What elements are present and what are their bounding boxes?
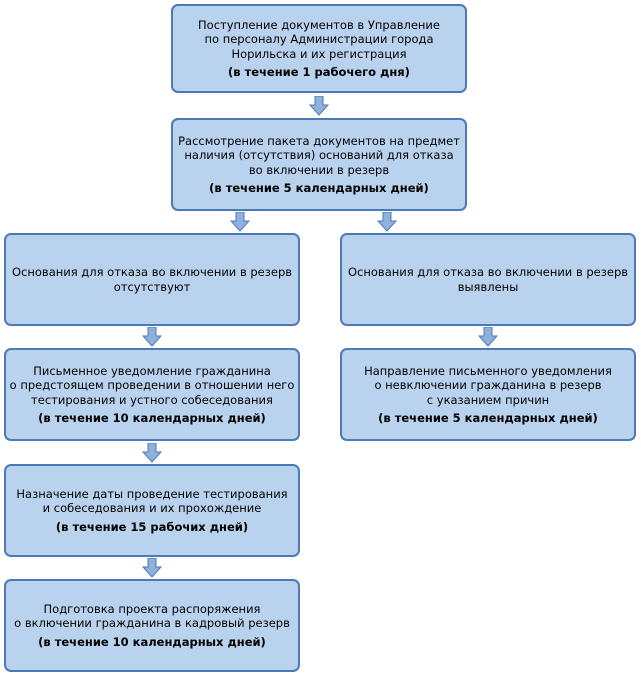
step-text-line: с указанием причин — [426, 392, 550, 407]
step-testing-date: Назначение даты проведение тестирования … — [4, 464, 300, 557]
step-text-line: отсутствуют — [113, 279, 191, 294]
step-duration: (в течение 5 календарных дней) — [209, 181, 429, 195]
step-no-grounds: Основания для отказа во включении в резе… — [4, 233, 300, 326]
step-text-line: Рассмотрение пакета документов на предме… — [178, 133, 460, 148]
step-text-line: выявлены — [457, 279, 519, 294]
step-text-line: Письменное уведомление гражданина — [33, 363, 271, 378]
step-notification-testing: Письменное уведомление гражданина о пред… — [4, 348, 300, 441]
step-text-line: и собеседования и их прохождение — [42, 501, 262, 516]
step-duration: (в течение 10 календарных дней) — [38, 411, 266, 425]
step-duration: (в течение 5 календарных дней) — [378, 411, 598, 425]
arrow-down-icon — [142, 558, 162, 578]
step-text-line: Основания для отказа во включении в резе… — [347, 265, 629, 279]
step-order-draft: Подготовка проекта распоряжения о включе… — [4, 579, 300, 672]
step-text-line: Направление письменного уведомления — [364, 363, 612, 378]
arrow-down-icon — [230, 212, 250, 232]
step-text-line: наличия (отсутствия) оснований для отказ… — [184, 148, 454, 162]
step-text-line: Подготовка проекта распоряжения — [43, 601, 261, 616]
step-notification-refusal: Направление письменного уведомления о не… — [340, 348, 636, 441]
step-text-line: тестирования и устного собеседования — [31, 392, 273, 407]
step-duration: (в течение 1 рабочего дня) — [228, 65, 410, 79]
step-review: Рассмотрение пакета документов на предме… — [171, 118, 467, 211]
arrow-down-icon — [377, 212, 397, 232]
arrow-down-icon — [142, 327, 162, 347]
step-text-line: Норильска и их регистрация — [231, 46, 407, 61]
step-text-line: о невключении гражданина в резерв — [374, 378, 602, 392]
arrow-down-icon — [478, 327, 498, 347]
step-duration: (в течение 10 календарных дней) — [38, 634, 266, 649]
step-text-line: о предстоящем проведении в отношении нег… — [9, 378, 295, 392]
step-text-line: Назначение даты проведение тестирования — [16, 486, 288, 501]
arrow-down-icon — [142, 443, 162, 463]
step-text-line: по персоналу Администрации города — [204, 32, 434, 46]
arrow-down-icon — [309, 96, 329, 116]
step-text-line: Основания для отказа во включении в резе… — [11, 265, 293, 279]
step-text-line: о включении гражданина в кадровый резерв — [14, 616, 290, 631]
step-grounds-found: Основания для отказа во включении в резе… — [340, 233, 636, 326]
step-registration: Поступление документов в Управление по п… — [171, 4, 467, 93]
step-text-line: во включении в резерв — [248, 162, 390, 177]
step-text-line: Поступление документов в Управление — [198, 17, 440, 32]
step-duration: (в течение 15 рабочих дней) — [55, 519, 249, 534]
